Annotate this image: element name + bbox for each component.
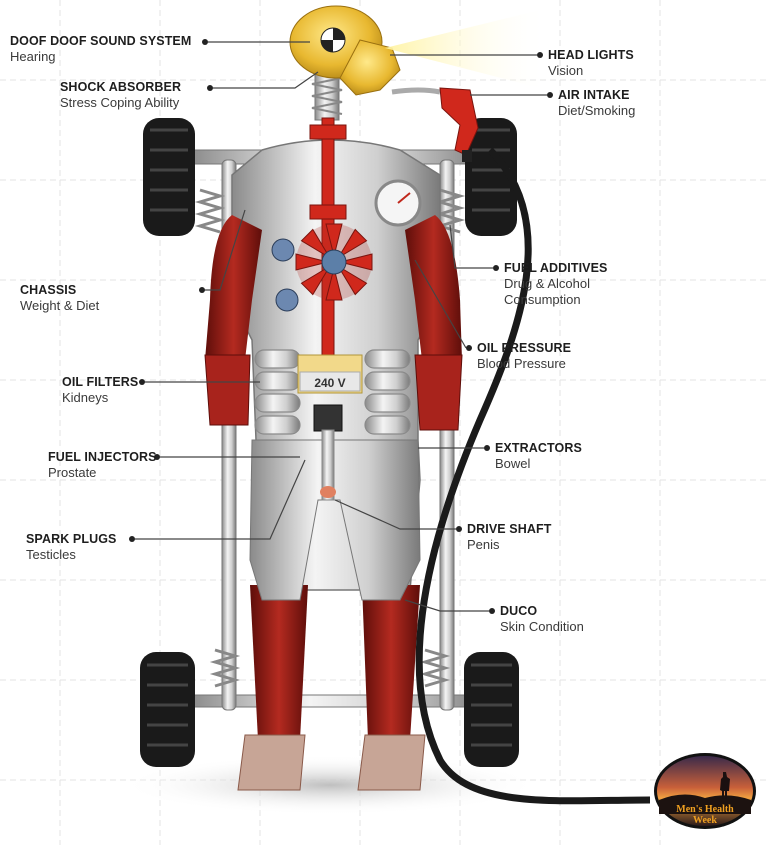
label-sub: Drug & Alcohol — [504, 276, 590, 291]
front-right-wheel — [465, 118, 517, 236]
left-glove — [204, 354, 251, 426]
label-sub: Prostate — [48, 465, 97, 480]
right-boot — [357, 734, 426, 791]
label-fuel-injectors: FUEL INJECTORS Prostate — [48, 449, 157, 481]
label-title: DOOF DOOF SOUND SYSTEM — [10, 34, 192, 48]
right-arm — [405, 215, 462, 360]
label-sub: Blood Pressure — [477, 356, 566, 371]
label-oil-filters: OIL FILTERS Kidneys — [62, 374, 138, 406]
engine-pulleys — [271, 238, 299, 312]
badge-line1: Men's Health — [676, 804, 734, 815]
left-leg — [250, 585, 308, 740]
label-title: EXTRACTORS — [495, 441, 582, 455]
label-title: OIL PRESSURE — [477, 341, 572, 355]
label-sub: Skin Condition — [500, 619, 584, 634]
battery-label: 240 V — [314, 376, 345, 390]
fuel-hose — [415, 147, 651, 805]
label-air-intake: AIR INTAKE Diet/Smoking — [558, 87, 635, 119]
label-sub: Weight & Diet — [20, 298, 100, 313]
label-title: AIR INTAKE — [558, 88, 630, 102]
label-duco: DUCO Skin Condition — [500, 603, 584, 635]
label-title: SHOCK ABSORBER — [60, 80, 182, 94]
ground-shadow — [120, 755, 540, 815]
drive-shaft — [321, 429, 335, 501]
mens-health-week-logo: Men's Health Week — [654, 753, 756, 829]
right-glove — [414, 354, 463, 431]
label-extractors: EXTRACTORS Bowel — [495, 440, 582, 472]
label-sub: Penis — [467, 537, 500, 552]
silhouette-figure — [720, 772, 730, 799]
badge-line2: Week — [693, 815, 717, 826]
label-drive-shaft: DRIVE SHAFT Penis — [467, 521, 551, 553]
engine-fan — [295, 223, 373, 301]
label-sub: Testicles — [26, 547, 76, 562]
left-boot — [237, 734, 306, 791]
right-leg — [362, 585, 420, 740]
label-sound-system: DOOF DOOF SOUND SYSTEM Hearing — [10, 33, 191, 65]
label-head-lights: HEAD LIGHTS Vision — [548, 47, 634, 79]
fuel-injector-block — [313, 404, 343, 432]
rib-tubes — [254, 349, 411, 435]
label-title: SPARK PLUGS — [26, 532, 117, 546]
label-sub: Hearing — [10, 49, 56, 64]
leader-lines — [135, 41, 547, 612]
label-fuel-additives: FUEL ADDITIVES Drug & Alcohol Consumptio… — [504, 260, 608, 308]
label-spark-plugs: SPARK PLUGS Testicles — [26, 531, 116, 563]
battery: 240 V — [297, 354, 363, 394]
crash-test-symbol — [320, 27, 346, 53]
label-sub: Kidneys — [62, 390, 109, 405]
oil-pressure-gauge — [374, 179, 422, 227]
metal-thighs — [249, 439, 421, 601]
label-oil-pressure: OIL PRESSURE Blood Pressure — [477, 340, 571, 372]
label-title: CHASSIS — [20, 283, 77, 297]
label-title: DUCO — [500, 604, 538, 618]
rear-right-wheel — [464, 652, 519, 767]
label-title: HEAD LIGHTS — [548, 48, 634, 62]
label-shock-absorber: SHOCK ABSORBER Stress Coping Ability — [60, 79, 181, 111]
label-sub: Consumption — [504, 292, 581, 307]
label-sub: Diet/Smoking — [558, 103, 636, 118]
label-sub: Stress Coping Ability — [60, 95, 180, 110]
rear-left-wheel — [140, 652, 195, 767]
leader-dots — [129, 39, 553, 614]
left-arm — [205, 215, 262, 360]
label-title: FUEL ADDITIVES — [504, 261, 608, 275]
label-title: OIL FILTERS — [62, 375, 139, 389]
front-left-wheel — [143, 118, 195, 236]
label-sub: Bowel — [495, 456, 531, 471]
label-title: FUEL INJECTORS — [48, 450, 157, 464]
headlight-beam — [385, 8, 548, 90]
fuel-nozzle — [391, 87, 479, 162]
label-title: DRIVE SHAFT — [467, 522, 552, 536]
label-sub: Vision — [548, 63, 584, 78]
shock-spring — [311, 71, 343, 115]
label-chassis: CHASSIS Weight & Diet — [20, 282, 99, 314]
